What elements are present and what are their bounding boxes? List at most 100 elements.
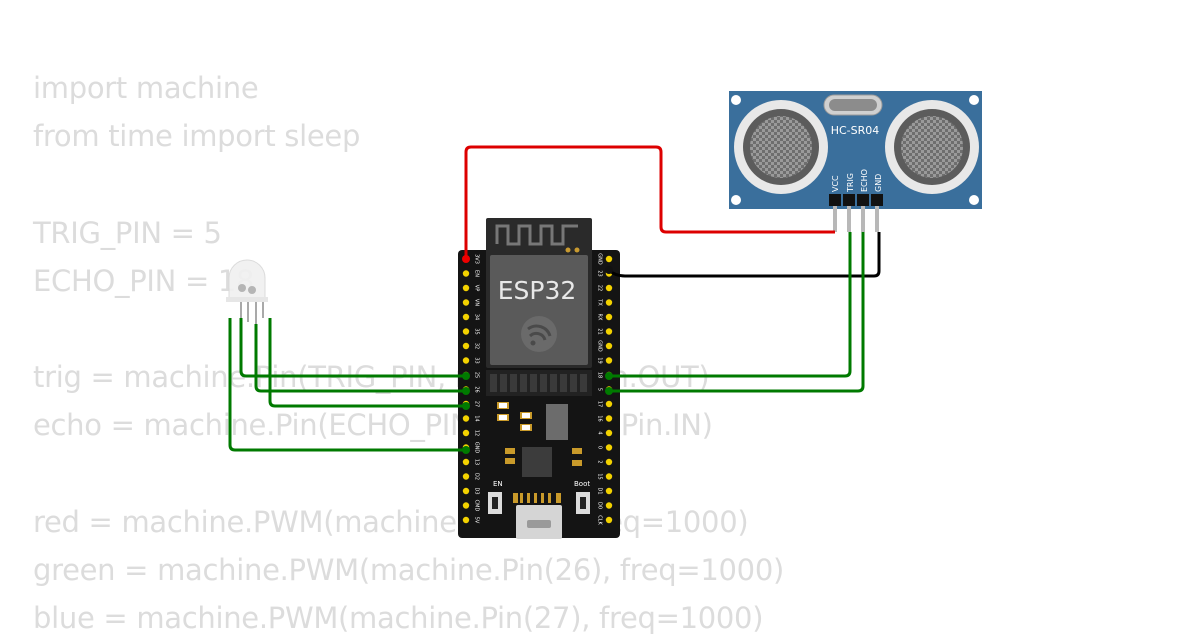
pin-left-5v[interactable] <box>462 516 470 524</box>
pin-label: VN <box>474 299 480 306</box>
trig-pin-label: TRIG <box>846 173 855 193</box>
wires <box>228 145 881 452</box>
pin-label: 23 <box>597 270 603 276</box>
rgb-led[interactable] <box>226 259 268 324</box>
pin-label: GND <box>597 253 603 265</box>
pin-left-34[interactable] <box>462 313 470 321</box>
pin-label: TX <box>597 298 603 306</box>
pin-right-21[interactable] <box>605 328 613 335</box>
pin-label: 16 <box>597 415 603 421</box>
wire-trig[interactable] <box>609 232 852 378</box>
vcc-pin-label: VCC <box>831 175 840 192</box>
en-label: EN <box>493 480 503 488</box>
pin-label: 26 <box>474 386 480 392</box>
code-line: from time import sleep <box>33 119 361 154</box>
code-line: blue = machine.PWM(machine.Pin(27), freq… <box>33 601 764 636</box>
pin-label: 0 <box>597 446 603 449</box>
pin-left-14[interactable] <box>462 415 470 422</box>
pin-label: 22 <box>597 285 603 291</box>
circuit-canvas: ESP32 EN Boot <box>226 91 982 539</box>
pin-label: 33 <box>474 357 480 363</box>
pin-label: 3V3 <box>474 254 480 264</box>
sensor-label: HC-SR04 <box>831 124 880 137</box>
antenna-pad <box>574 247 580 253</box>
pin-label: 34 <box>474 314 480 320</box>
gnd-pin-label: GND <box>874 174 883 192</box>
left-transducer <box>734 100 828 194</box>
pin-right-gnd[interactable] <box>605 255 613 263</box>
pin-label: 4 <box>597 431 603 434</box>
pin-right-gnd[interactable] <box>605 342 613 350</box>
pin-label: D0 <box>597 502 603 509</box>
pin-left-12[interactable] <box>462 429 470 437</box>
pin-right-4[interactable] <box>605 429 613 437</box>
wire-endpoints <box>462 255 613 454</box>
code-line: TRIG_PIN = 5 <box>33 215 222 250</box>
pin-label: 13 <box>474 459 480 465</box>
wire-common[interactable] <box>228 318 466 452</box>
pin-right-16[interactable] <box>605 415 613 422</box>
pin-left-d2[interactable] <box>462 473 470 480</box>
pin-right-15[interactable] <box>605 473 613 480</box>
pin-label: 17 <box>597 401 603 407</box>
pin-label: 25 <box>474 372 480 378</box>
right-transducer <box>885 100 979 194</box>
pin-right-0[interactable] <box>605 444 613 451</box>
wifi-shield <box>490 255 588 365</box>
pin-left-13[interactable] <box>462 458 470 466</box>
hc-sr04-sensor[interactable]: HC-SR04 VCC TRIG ECHO GND <box>729 91 982 232</box>
pin-left-35[interactable] <box>462 328 470 335</box>
pin-right-rx[interactable] <box>605 313 613 321</box>
pin-label: D3 <box>474 487 480 494</box>
voltage-regulator <box>546 404 568 440</box>
pin-label: CLK <box>597 515 603 525</box>
pin-left-32[interactable] <box>462 342 470 350</box>
esp32-board[interactable]: ESP32 EN Boot <box>458 218 620 539</box>
wire-echo[interactable] <box>609 232 865 393</box>
wire-vcc[interactable] <box>464 145 835 259</box>
wire-gnd[interactable] <box>607 232 881 278</box>
left-pin-header <box>462 255 470 524</box>
pin-label: GND <box>474 442 480 454</box>
pin-left-33[interactable] <box>462 357 470 364</box>
wire-blue[interactable] <box>268 318 466 408</box>
pin-label: 15 <box>597 473 603 479</box>
pin-right-2[interactable] <box>605 458 613 466</box>
pin-label: 35 <box>474 328 480 334</box>
left-pin-labels: 3V3ENVPVN343532332526271412GND13D2D3CMD5… <box>474 254 480 524</box>
pin-right-tx[interactable] <box>605 299 613 306</box>
pin-right-clk[interactable] <box>605 516 613 524</box>
pin-label: D2 <box>474 473 480 480</box>
pin-left-d3[interactable] <box>462 487 470 495</box>
pin-label: 5 <box>597 388 603 391</box>
wire-red[interactable] <box>239 318 466 378</box>
wire-green[interactable] <box>254 324 466 393</box>
pin-label: 21 <box>597 328 603 334</box>
pin-label: D1 <box>597 487 603 494</box>
usb-chip <box>522 447 552 477</box>
pin-label: 18 <box>597 372 603 378</box>
boot-label: Boot <box>574 480 590 488</box>
pin-left-cmd[interactable] <box>462 502 470 509</box>
pin-left-en[interactable] <box>462 270 470 277</box>
espressif-logo-icon <box>521 316 557 352</box>
code-line: import machine <box>33 71 259 105</box>
sensor-pin-header <box>829 194 883 206</box>
pin-label: CMD <box>474 500 480 512</box>
pin-right-d0[interactable] <box>605 502 613 509</box>
pin-right-19[interactable] <box>605 357 613 364</box>
pin-left-vn[interactable] <box>462 299 470 306</box>
pin-label: 12 <box>474 430 480 436</box>
right-pin-header <box>605 255 613 524</box>
pin-left-vp[interactable] <box>462 284 470 292</box>
pin-right-17[interactable] <box>605 400 613 408</box>
pin-label: 2 <box>597 460 603 463</box>
pin-right-d1[interactable] <box>605 487 613 495</box>
pin-label: 27 <box>474 401 480 407</box>
pin-label: VP <box>474 285 480 291</box>
led-dome <box>228 259 266 300</box>
antenna-trace <box>495 224 578 246</box>
pin-right-22[interactable] <box>605 284 613 292</box>
esp32-label: ESP32 <box>498 276 577 305</box>
